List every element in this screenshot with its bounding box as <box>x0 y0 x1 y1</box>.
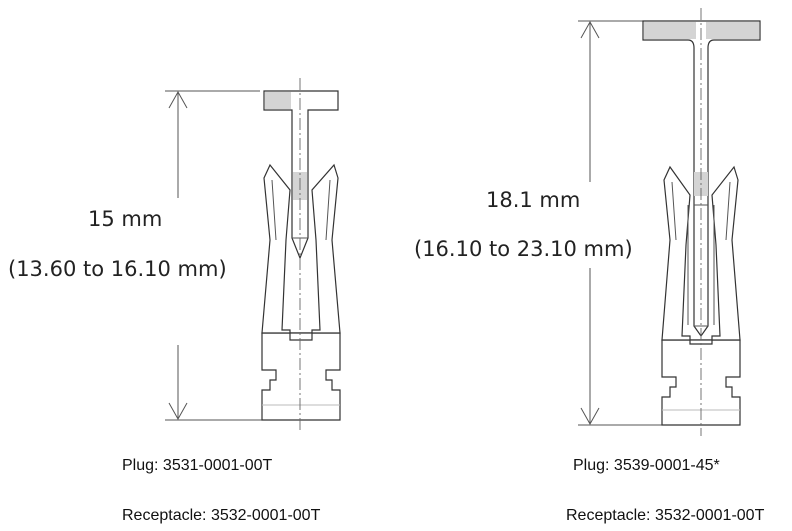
right-receptacle-body <box>661 339 741 426</box>
left-dimension-label: 15 mm <box>88 207 162 231</box>
right-receptacle-label: Receptacle: 3532-0001-00T <box>566 507 765 524</box>
left-plug-pin <box>263 90 339 260</box>
left-receptacle-label: Receptacle: 3532-0001-00T <box>122 507 321 524</box>
left-connector: 15 mm (13.60 to 16.10 mm) Plug: 3531-000… <box>8 78 341 524</box>
left-range-label: (13.60 to 16.10 mm) <box>8 257 227 281</box>
left-spring-fingers <box>261 163 341 341</box>
right-plug-pin <box>642 20 761 338</box>
right-spring-fingers <box>661 165 741 345</box>
left-receptacle-body <box>261 332 341 421</box>
right-range-label: (16.10 to 23.10 mm) <box>414 237 633 261</box>
right-connector: 18.1 mm (16.10 to 23.10 mm) Plug: 3539-0… <box>414 8 765 524</box>
right-dimension-arrow <box>578 20 662 426</box>
right-dimension-label: 18.1 mm <box>486 188 580 212</box>
left-dimension-arrow <box>165 90 262 421</box>
left-plug-label: Plug: 3531-0001-00T <box>122 457 273 474</box>
right-plug-label: Plug: 3539-0001-45* <box>573 457 720 474</box>
